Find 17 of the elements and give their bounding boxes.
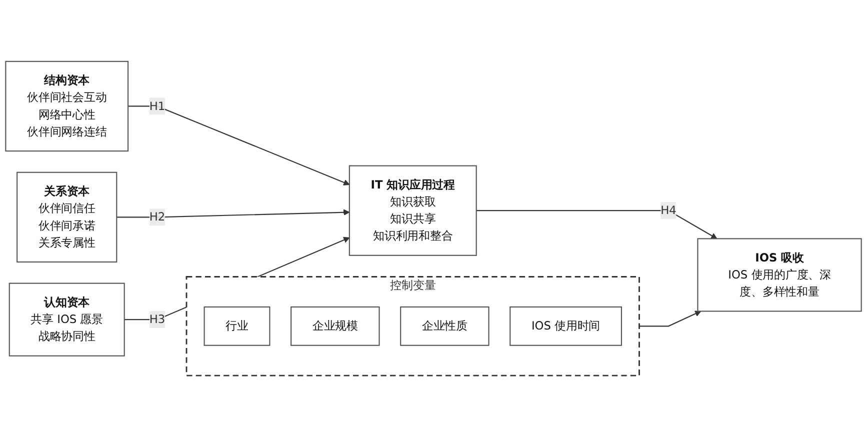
- node-box: 认知资本 共享 IOS 愿景 战略协同性: [8, 282, 125, 356]
- arrow: [116, 209, 350, 218]
- edge-label: H3: [149, 312, 166, 326]
- edge-label: H2: [149, 210, 166, 224]
- node-box: 关系资本 伙伴间信任 伙伴间承诺 关系专属性: [16, 172, 118, 262]
- arrow: [128, 106, 350, 186]
- node-box: 企业规模: [290, 306, 380, 346]
- node-box: IOS 吸收 IOS 使用的广度、深度、多样性和量: [697, 238, 862, 312]
- edge-label: H1: [149, 99, 166, 113]
- arrow: [476, 210, 718, 239]
- node-box: 行业: [204, 306, 270, 346]
- edge-label: H4: [660, 203, 676, 217]
- node-box: 结构资本 伙伴间社会互动 网络中心性 伙伴间网络连结: [5, 60, 129, 152]
- node-box: 企业性质: [400, 306, 490, 346]
- node-box: IT 知识应用过程 知识获取 知识共享 知识利用和整合: [348, 165, 477, 256]
- node-box: IOS 使用时间: [510, 306, 622, 346]
- arrow: [639, 310, 702, 327]
